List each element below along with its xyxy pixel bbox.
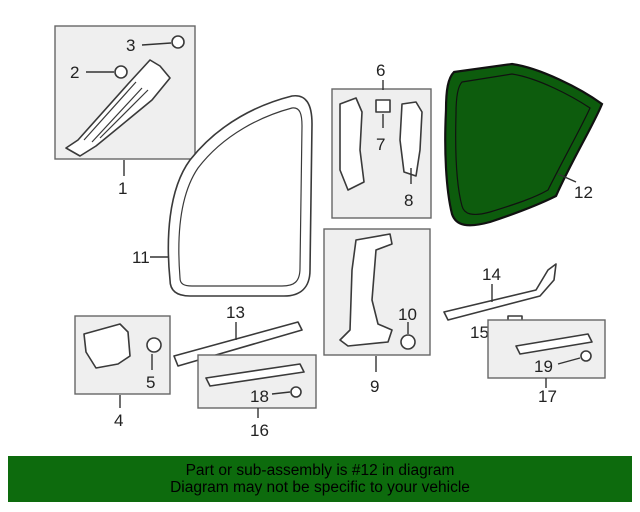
clip-5[interactable] [146,337,162,353]
a-pillar-trim[interactable] [65,59,171,157]
part-group-9[interactable]: 10 9 [323,228,431,396]
rear-scuff-plate[interactable] [443,263,557,321]
part-group-6[interactable]: 6 7 8 [331,61,432,219]
door-weatherstrip[interactable] [167,95,313,297]
part-group-12[interactable]: 12 [444,62,604,227]
callout-14: 14 [482,265,501,284]
part-group-17[interactable]: 19 17 [487,319,606,406]
part-group-1[interactable]: 1 2 3 [54,25,196,198]
callout-17: 17 [538,387,557,406]
center-pillar-trim[interactable] [339,233,393,347]
callout-1: 1 [118,179,127,198]
clip-18[interactable] [290,386,302,398]
cowl-side-trim[interactable] [83,323,131,369]
lower-b-pillar-trim[interactable] [399,101,423,177]
parts-diagram: 1 2 3 11 6 7 8 12 10 9 [54,25,606,440]
info-banner: Part or sub-assembly is #12 in diagram D… [8,456,632,502]
callout-9: 9 [370,377,379,396]
clip-19[interactable] [580,350,592,362]
callout-3: 3 [126,36,135,55]
clip-7[interactable] [375,99,391,113]
part-group-16[interactable]: 18 16 [197,354,317,440]
highlighted-weatherstrip[interactable] [444,62,604,227]
callout-15: 15 [470,323,489,342]
callout-19: 19 [534,357,553,376]
callout-8: 8 [404,191,413,210]
part-group-4[interactable]: 5 4 [74,315,171,430]
upper-b-pillar-trim[interactable] [339,97,365,191]
part-group-11[interactable]: 11 [132,95,313,297]
front-step-plate[interactable] [205,363,305,387]
callout-5: 5 [146,373,155,392]
callout-12: 12 [574,183,593,202]
callout-13: 13 [226,303,245,322]
clip-3[interactable] [171,35,185,49]
callout-11: 11 [132,248,150,267]
callout-6: 6 [376,61,385,80]
clip-2[interactable] [114,65,128,79]
callout-4: 4 [114,411,123,430]
banner-line-2: Diagram may not be specific to your vehi… [170,479,470,496]
callout-2: 2 [70,63,79,82]
banner-line-1: Part or sub-assembly is #12 in diagram [185,462,455,479]
callout-7: 7 [376,135,385,154]
callout-18: 18 [250,387,269,406]
callout-10: 10 [398,305,417,324]
callout-16: 16 [250,421,269,440]
clip-10[interactable] [400,334,416,350]
rear-step-plate[interactable] [515,333,593,355]
